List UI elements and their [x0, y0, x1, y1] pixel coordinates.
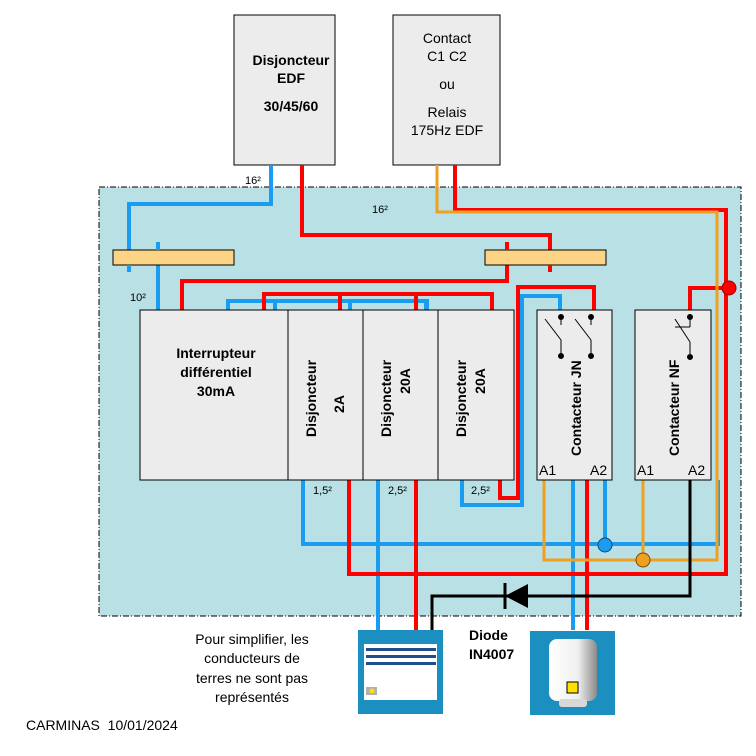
water-heater: [530, 631, 615, 715]
phase-busbar-wire: [262, 292, 494, 310]
breaker-20a-1-gauge-label: 2,5²: [388, 485, 407, 497]
nc-contact-switch-icon: [674, 314, 693, 360]
no-contact-switch-icon: [544, 314, 594, 359]
breaker-20a-2: Disjoncteur 20A: [437, 309, 515, 481]
contactor-jn-label: Contacteur JN: [568, 360, 584, 456]
rcd-line1: Interrupteur: [176, 345, 256, 361]
breaker-20a-1: Disjoncteur 20A: [362, 309, 439, 481]
contactor-jn: Contacteur JN A1 A2: [536, 309, 613, 481]
neutral-wires: [127, 165, 720, 630]
note-line4: représentés: [215, 689, 289, 705]
footer-credit: CARMINAS 10/01/2024: [26, 717, 178, 733]
diode-label-line1: Diode: [469, 627, 508, 643]
edf-breaker: Disjoncteur EDF 30/45/60: [233, 14, 336, 166]
note-line1: Pour simplifier, les: [195, 631, 309, 647]
edf-breaker-subtitle: EDF: [277, 70, 305, 86]
contact-line1: Contact: [423, 30, 471, 46]
radiator-heater: [358, 630, 443, 714]
note-text: Pour simplifier, les conducteurs de terr…: [195, 631, 309, 705]
contactor-nf: Contacteur NF A1 A2: [634, 309, 712, 481]
contact-relay-box: Contact C1 C2 ou Relais 175Hz EDF: [392, 14, 501, 166]
phase-nf-wire: [688, 286, 728, 310]
rcd-feed-gauge-label: 10²: [130, 292, 146, 304]
contactor-jn-a1: A1: [539, 462, 556, 478]
diode-icon: [503, 583, 528, 609]
contactor-nf-a2: A2: [688, 462, 705, 478]
contact-line4: Relais: [428, 104, 467, 120]
breaker-2a-title: Disjoncteur: [303, 359, 319, 437]
note-line2: conducteurs de: [204, 650, 300, 666]
neutral-supply-wire: [127, 165, 273, 270]
control-wires: [435, 165, 719, 562]
supply-gauge-label: 16²: [245, 175, 261, 187]
residual-current-device: Interrupteur différentiel 30mA: [139, 309, 289, 481]
contact-line3: ou: [439, 76, 455, 92]
contact-line5: 175Hz EDF: [411, 122, 483, 138]
contactor-jn-a2: A2: [590, 462, 607, 478]
diode-label-line2: IN4007: [469, 646, 514, 662]
contactor-nf-a1: A1: [637, 462, 654, 478]
phase-gauge-label: 16²: [372, 204, 388, 216]
radiator-indicator-icon: [369, 688, 375, 694]
neutral-20a-jn-wire: [460, 294, 562, 507]
breaker-2a-gauge-label: 1,5²: [313, 485, 332, 497]
rcd-line3: 30mA: [197, 383, 235, 399]
phase-junction-dot: [721, 280, 737, 296]
phase-2a-out-wire: [347, 165, 728, 576]
control-junction-dot: [635, 552, 651, 568]
breaker-2a-rating: 2A: [331, 395, 347, 413]
neutral-busbar: [112, 249, 235, 266]
breaker-20a-2-gauge-label: 2,5²: [471, 485, 490, 497]
contact-line2: C1 C2: [427, 48, 467, 64]
phase-20a-jn-wire: [498, 285, 596, 500]
breaker-20a-1-title: Disjoncteur: [378, 359, 394, 437]
water-heater-indicator-icon: [566, 681, 579, 694]
control-supply-wire: [435, 165, 719, 562]
edf-breaker-rating: 30/45/60: [264, 98, 319, 114]
breaker-2a: Disjoncteur 2A: [287, 309, 364, 481]
rcd-line2: différentiel: [180, 364, 252, 380]
breaker-20a-2-rating: 20A: [472, 368, 488, 394]
neutral-junction-dot: [597, 537, 613, 553]
phase-busbar: [484, 249, 607, 266]
radiator-grille-icon: [366, 648, 436, 651]
diode-return-wire: [430, 480, 692, 630]
breaker-20a-2-title: Disjoncteur: [453, 359, 469, 437]
edf-breaker-title: Disjoncteur: [252, 52, 330, 68]
water-tank-icon: [549, 639, 597, 701]
note-line3: terres ne sont pas: [196, 670, 308, 686]
contactor-nf-label: Contacteur NF: [666, 359, 682, 456]
breaker-20a-1-rating: 20A: [397, 368, 413, 394]
